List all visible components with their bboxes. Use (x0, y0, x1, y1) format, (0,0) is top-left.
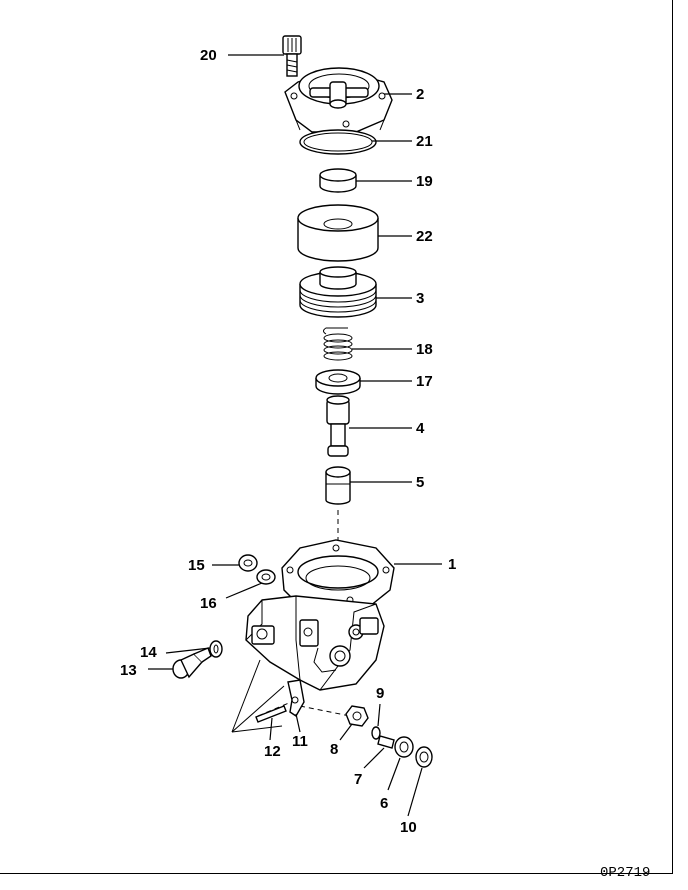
callout-4: 4 (416, 420, 425, 437)
callout-9: 9 (376, 685, 384, 702)
callout-22: 22 (416, 228, 433, 245)
callout-16: 16 (200, 595, 217, 612)
part-12-pin (255, 705, 287, 723)
callout-14: 14 (140, 644, 157, 661)
callout-21: 21 (416, 133, 433, 150)
part-13-bolt (172, 647, 212, 679)
callout-13: 13 (120, 662, 137, 679)
part-21-o-ring (299, 129, 377, 155)
callout-15: 15 (188, 557, 205, 574)
part-9-o-ring (371, 726, 381, 740)
callout-18: 18 (416, 341, 433, 358)
part-19-cap (319, 168, 357, 193)
callout-labels: 20 2 21 19 22 3 18 17 4 5 1 15 16 14 13 … (120, 47, 456, 836)
part-8-nut (345, 705, 369, 727)
part-2-cover (284, 67, 393, 133)
callout-11: 11 (292, 733, 308, 750)
callout-17: 17 (416, 373, 433, 390)
part-18-spring (323, 327, 353, 361)
part-5-plunger (325, 466, 351, 505)
leader-lines (148, 54, 442, 817)
part-16-seal (256, 569, 276, 585)
callout-2: 2 (416, 86, 424, 103)
callout-12: 12 (264, 743, 281, 760)
callout-5: 5 (416, 474, 424, 491)
construction-line-a (231, 685, 285, 733)
callout-3: 3 (416, 290, 424, 307)
part-4-spool (326, 395, 350, 457)
callout-6: 6 (380, 795, 388, 812)
construction-line-b (231, 725, 283, 733)
part-11-lever (287, 679, 305, 717)
part-7-pin (377, 735, 395, 749)
part-10-washer (415, 746, 433, 768)
callout-7: 7 (354, 771, 362, 788)
part-20-bolt (282, 35, 302, 77)
construction-line-d (299, 705, 351, 717)
part-22-collar (297, 204, 379, 262)
callout-19: 19 (416, 173, 433, 190)
construction-line-c (231, 659, 261, 733)
callout-8: 8 (330, 741, 338, 758)
part-1-valve-body (245, 539, 395, 691)
callout-1: 1 (448, 556, 456, 573)
callout-10: 10 (400, 819, 417, 836)
drawing-id: 0P2719 (600, 865, 650, 881)
part-15-plug (238, 554, 258, 572)
callout-20: 20 (200, 47, 217, 64)
part-14-washer (209, 640, 223, 658)
part-3-threaded-plug (299, 266, 377, 318)
part-6-sleeve (394, 736, 414, 758)
part-17-washer (315, 369, 361, 395)
